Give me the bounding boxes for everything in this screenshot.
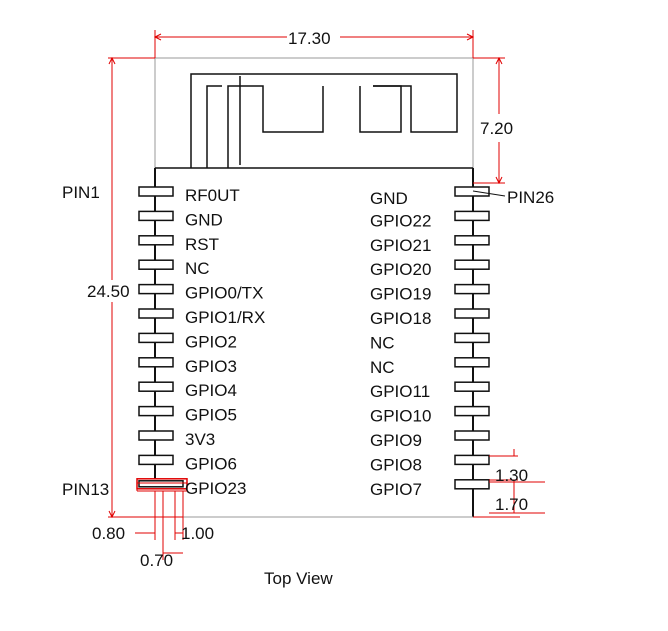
right-pin-label: GPIO21 [370, 236, 431, 255]
left-pin-label: 3V3 [185, 430, 215, 449]
right-pin-label: GPIO18 [370, 309, 431, 328]
left-pin-label: GPIO23 [185, 479, 246, 498]
left-pad-6 [138, 308, 174, 319]
left-pin-label: GPIO5 [185, 406, 237, 425]
pad-width-label: 0.70 [140, 551, 173, 570]
left-pad-1 [138, 186, 174, 197]
right-pad-19 [454, 357, 490, 368]
right-pad-17 [454, 405, 490, 417]
left-pin-label: GPIO4 [185, 381, 237, 400]
pcb-antenna-trace [190, 73, 458, 168]
left-pad-8 [138, 357, 174, 368]
left-pad-10 [138, 405, 174, 417]
right-pad-21 [454, 308, 490, 319]
edge-offset-label: 1.00 [181, 524, 214, 543]
right-pad-16 [454, 430, 490, 441]
height-dimension [108, 56, 183, 519]
right-pad-group [454, 186, 490, 490]
width-dimension [153, 30, 475, 58]
right-pad-26 [454, 186, 490, 197]
pitch-dimension-label: 1.30 [495, 466, 528, 485]
left-pin-label: GPIO1/RX [185, 308, 265, 327]
pitch-dimension [489, 449, 545, 497]
right-pad-15 [454, 454, 490, 466]
height-dimension-label: 24.50 [87, 282, 130, 301]
left-pad-3 [138, 235, 174, 246]
left-pin-label: NC [185, 259, 210, 278]
left-pad-7 [138, 332, 174, 344]
left-pad-9 [138, 381, 174, 392]
right-pin-label: NC [370, 333, 395, 352]
left-pin-label: GND [185, 210, 223, 229]
right-pad-18 [454, 381, 490, 392]
bottom-gap-dimension [473, 487, 545, 518]
pad-length-label: 0.80 [92, 524, 125, 543]
left-pad-11 [138, 430, 174, 441]
pad-dimensions [135, 481, 187, 560]
left-pad-2 [138, 210, 174, 222]
left-pad-12 [138, 454, 174, 466]
right-pad-25 [454, 210, 490, 222]
right-pin-label: GPIO9 [370, 431, 422, 450]
left-pad-13-inner [138, 480, 184, 488]
right-pin-label: GPIO8 [370, 455, 422, 474]
left-pin-label: GPIO3 [185, 357, 237, 376]
right-pin-label: GPIO20 [370, 260, 431, 279]
pin26-leader [472, 190, 506, 197]
left-pad-4 [138, 259, 174, 270]
right-pin-label: NC [370, 358, 395, 377]
left-pin-label: RST [185, 235, 219, 254]
pin13-marker: PIN13 [62, 480, 109, 499]
right-pin-label: GND [370, 189, 408, 208]
left-pin-label: GPIO2 [185, 332, 237, 351]
antenna-height-label: 7.20 [480, 119, 513, 138]
pin26-marker: PIN26 [507, 188, 554, 207]
left-pin-label: GPIO0/TX [185, 284, 263, 303]
left-pin-label: GPIO6 [185, 454, 237, 473]
right-pin-label: GPIO7 [370, 480, 422, 499]
pin1-marker: PIN1 [62, 183, 100, 202]
left-pad-5 [138, 283, 174, 295]
width-dimension-label: 17.30 [288, 29, 331, 48]
right-pin-label: GPIO22 [370, 211, 431, 230]
bottom-gap-label: 1.70 [495, 495, 528, 514]
right-pin-label: GPIO10 [370, 407, 431, 426]
right-pin-label: GPIO19 [370, 285, 431, 304]
right-pad-23 [454, 259, 490, 270]
right-pad-22 [454, 283, 490, 295]
right-pad-14 [454, 479, 490, 490]
diagram-caption: Top View [264, 569, 333, 588]
right-pad-24 [454, 235, 490, 246]
right-pad-20 [454, 332, 490, 344]
left-pad-group [136, 186, 188, 490]
left-pin-labels: RF0UT GND RST NC GPIO0/TX GPIO1/RX GPIO2GPIO3G… [185, 186, 265, 498]
antenna-height-dimension [473, 56, 505, 185]
right-pin-label: GPIO11 [370, 382, 430, 401]
left-pin-label: RF0UT [185, 186, 240, 205]
